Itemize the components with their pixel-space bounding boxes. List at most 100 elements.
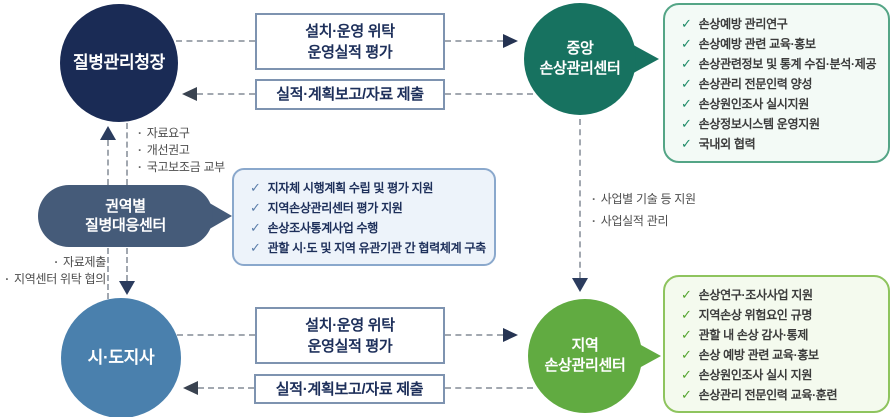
bullet-icon: · — [592, 214, 596, 228]
node-local-label-line2: 손상관리센터 — [544, 357, 626, 374]
checklist-text: 손상관리 전문인력 양성 — [698, 77, 813, 91]
checklist-item: ✓ 지역손상 위험요인 규명 — [681, 305, 882, 325]
checklist-text: 손상연구·조사사업 지원 — [698, 288, 813, 302]
node-regional-disease-center: 권역별 질병대응센터 — [38, 185, 213, 247]
checklist-text: 손상예방 관리연구 — [698, 17, 788, 31]
node-governor-label: 시·도지사 — [87, 348, 155, 367]
check-icon: ✓ — [681, 16, 692, 31]
bullet-icon: · — [592, 192, 596, 206]
checklist-text: 손상원인조사 실시지원 — [698, 97, 810, 111]
dashed-line — [445, 387, 533, 389]
bullet-text: 자료제출 — [63, 255, 106, 269]
arrow-down-icon — [119, 281, 135, 295]
arrow-right-icon — [503, 34, 518, 48]
node-regional-label-line2: 질병대응센터 — [84, 217, 166, 234]
arrow-right-icon — [503, 328, 518, 342]
checklist-item: ✓ 지자체 시행계획 수립 및 평가 지원 — [250, 178, 488, 198]
checklist-local: ✓손상연구·조사사업 지원 ✓지역손상 위험요인 규명 ✓관할 내 손상 감사·… — [663, 275, 890, 413]
checklist-item: ✓ 관할 시·도 및 지역 유관기관 간 협력체계 구축 — [250, 238, 488, 258]
flow-box-bottom-delegate: 설치·운영 위탁 운영실적 평가 — [255, 307, 445, 364]
bullet-text: 자료요구 — [146, 126, 190, 140]
bullet-text: 개선권고 — [146, 143, 190, 157]
bullet-item: · 사업실적 관리 — [592, 210, 696, 232]
checklist-item: ✓손상 예방 관련 교육·홍보 — [681, 345, 882, 365]
flow-box-top-delegate: 설치·운영 위탁 운영실적 평가 — [255, 13, 445, 70]
node-kdca-director: 질병관리청장 — [60, 4, 178, 122]
dashed-line-down-regional — [126, 248, 128, 281]
checklist-item: ✓ 손상관련정보 및 통계 수집·분석·제공 — [681, 54, 882, 74]
check-icon: ✓ — [250, 220, 261, 235]
check-icon: ✓ — [681, 36, 692, 51]
bullet-icon: · — [138, 143, 142, 157]
node-kdca-label: 질병관리청장 — [72, 53, 166, 72]
checklist-text: 손상관련정보 및 통계 수집·분석·제공 — [698, 57, 877, 71]
checklist-item: ✓ 손상관리 전문인력 양성 — [681, 74, 882, 94]
bullet-icon: · — [5, 272, 9, 286]
dashed-line — [445, 334, 503, 336]
check-icon: ✓ — [250, 240, 261, 255]
dashed-line-central-local — [579, 119, 581, 278]
dashed-line — [445, 40, 503, 42]
checklist-text: 손상원인조사 실시 지원 — [698, 368, 813, 382]
bullets-central-to-local: ·사업별 기술 등 지원 ·사업실적 관리 — [592, 188, 696, 232]
check-icon: ✓ — [250, 180, 261, 195]
flow-box-top-report: 실적·계획보고/자료 제출 — [255, 79, 445, 110]
checklist-item: ✓ 손상예방 관리연구 — [681, 14, 882, 34]
node-central-label-line2: 손상관리센터 — [539, 60, 621, 77]
checklist-item: ✓ 손상조사통계사업 수행 — [250, 218, 488, 238]
node-regional-label-line1: 권역별 — [105, 198, 146, 215]
checklist-text: 손상조사통계사업 수행 — [267, 221, 379, 235]
checklist-text: 지자체 시행계획 수립 및 평가 지원 — [267, 181, 434, 195]
checklist-item: ✓손상관리 전문인력 교육·훈련 — [681, 385, 882, 405]
bullet-icon: · — [138, 160, 142, 174]
checklist-text: 관할 내 손상 감사·통제 — [698, 328, 809, 342]
checklist-text: 손상관리 전문인력 교육·훈련 — [698, 388, 838, 402]
bullet-item: · 지역센터 위탁 협의 — [0, 271, 106, 288]
check-icon: ✓ — [681, 367, 692, 382]
checklist-regional: ✓ 지자체 시행계획 수립 및 평가 지원 ✓ 지역손상관리센터 평가 지원 ✓ 손상… — [232, 168, 496, 266]
check-icon: ✓ — [681, 287, 692, 302]
check-icon: ✓ — [681, 96, 692, 111]
bullet-text: 국고보조금 교부 — [146, 160, 226, 174]
dashed-line — [198, 387, 254, 389]
checklist-item: ✓관할 내 손상 감사·통제 — [681, 325, 882, 345]
checklist-item: ✓손상정보시스템 운영지원 — [681, 114, 882, 134]
check-icon: ✓ — [681, 136, 692, 151]
checklist-text: 손상예방 관련 교육·홍보 — [698, 37, 816, 51]
checklist-text: 관할 시·도 및 지역 유관기관 간 협력체계 구축 — [267, 241, 487, 255]
bullet-icon: · — [138, 126, 142, 140]
flow-box-line: 운영실적 평가 — [307, 337, 393, 355]
checklist-text: 지역손상 위험요인 규명 — [698, 308, 813, 322]
bullet-item: · 개선권고 — [138, 142, 225, 159]
checklist-text: 지역손상관리센터 평가 지원 — [267, 201, 403, 215]
flow-box-line: 실적·계획보고/자료 제출 — [276, 86, 424, 103]
dashed-line — [177, 334, 255, 336]
bullet-item: · 국고보조금 교부 — [138, 159, 225, 176]
checklist-item: ✓ 손상원인조사 실시 지원 — [681, 365, 882, 385]
dashed-line — [445, 93, 533, 95]
check-icon: ✓ — [250, 200, 261, 215]
bullet-text: 지역센터 위탁 협의 — [14, 272, 106, 286]
flow-box-line: 운영실적 평가 — [307, 43, 393, 61]
node-governor: 시·도지사 — [61, 298, 181, 417]
checklist-item: ✓ 손상예방 관련 교육·홍보 — [681, 34, 882, 54]
node-central-injury-center: 중앙 손상관리센터 — [524, 3, 636, 115]
checklist-central: ✓ 손상예방 관리연구 ✓ 손상예방 관련 교육·홍보 ✓ 손상관련정보 및 통계 수… — [663, 3, 890, 163]
node-local-label-line1: 지역 — [571, 337, 599, 354]
checklist-text: 손상정보시스템 운영지원 — [698, 117, 820, 131]
bullet-item: · 자료요구 — [138, 125, 225, 142]
dashed-line-up-regional — [107, 248, 109, 299]
flow-box-bottom-report: 실적·계획보고/자료 제출 — [254, 374, 445, 404]
check-icon: ✓ — [681, 56, 692, 71]
check-icon: ✓ — [681, 347, 692, 362]
check-icon: ✓ — [681, 307, 692, 322]
bullets-kdca-to-regional: · 자료요구 · 개선권고 · 국고보조금 교부 — [138, 125, 225, 176]
checklist-item: ✓ 손상원인조사 실시지원 — [681, 94, 882, 114]
bullet-text: 사업실적 관리 — [600, 214, 669, 228]
arrow-left-icon — [183, 381, 198, 395]
arrow-down-icon — [572, 278, 588, 292]
dashed-line-up-kdca — [107, 140, 109, 185]
bullet-icon: · — [54, 255, 59, 269]
check-icon: ✓ — [681, 76, 692, 91]
